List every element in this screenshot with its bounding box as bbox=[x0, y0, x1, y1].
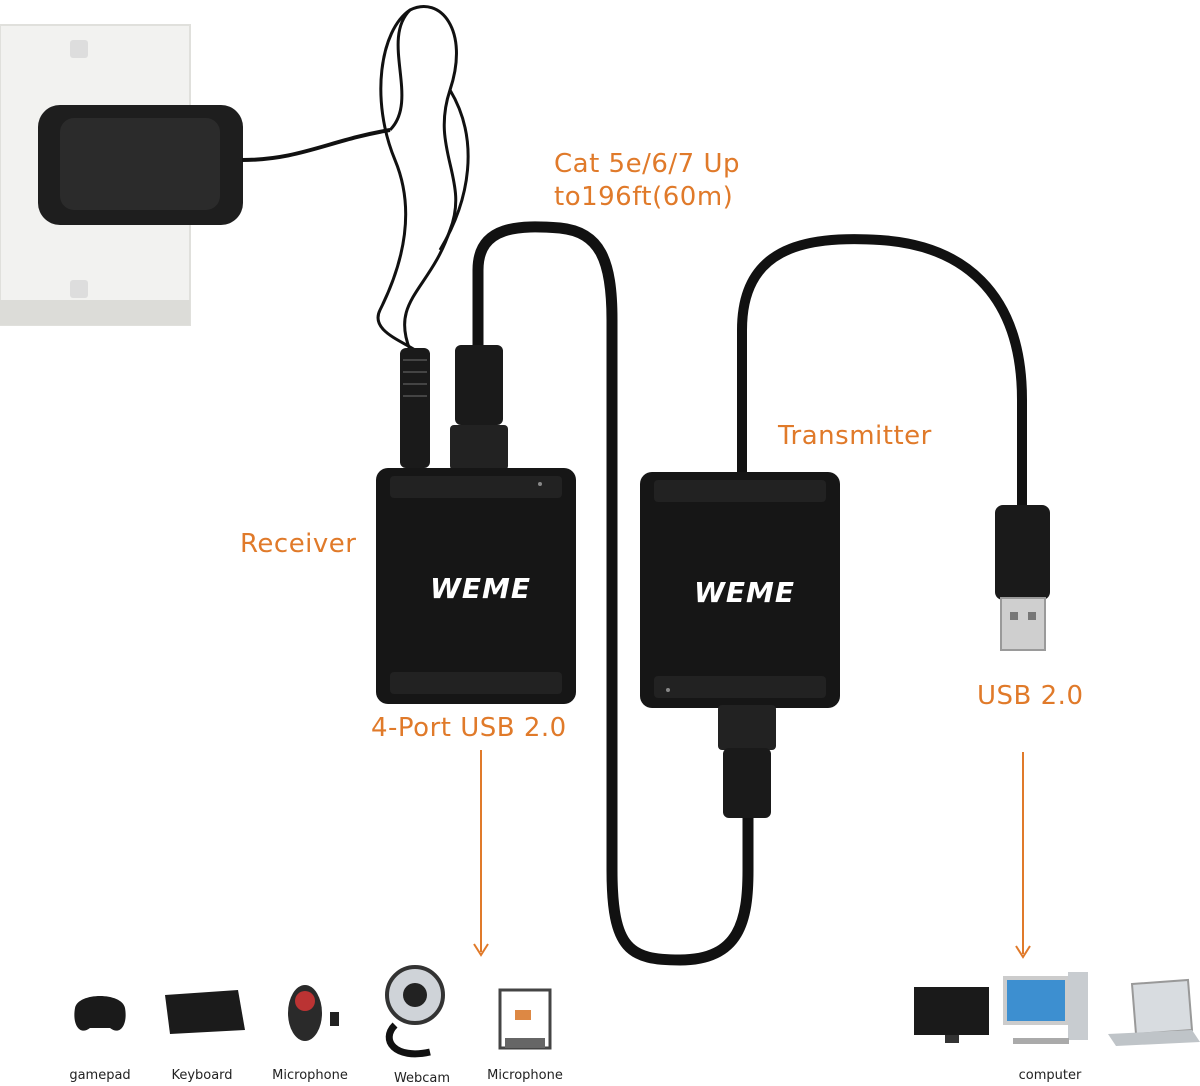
transmitter-label: Transmitter bbox=[778, 421, 932, 451]
monitor-icon bbox=[914, 987, 989, 1043]
device-label-microphone-1: Microphone bbox=[272, 1068, 348, 1083]
laptop-icon bbox=[1108, 978, 1200, 1046]
arrow-to-devices bbox=[473, 750, 489, 957]
receiver-brand-logo: WEME bbox=[430, 572, 532, 605]
receiver-unit bbox=[376, 468, 576, 704]
device-label-microphone-2: Microphone bbox=[487, 1068, 563, 1083]
gamepad-icon bbox=[74, 996, 126, 1031]
rj45-connector-transmitter bbox=[718, 705, 776, 818]
dc-jack-connector bbox=[400, 348, 430, 468]
usb-a-plug bbox=[995, 505, 1050, 651]
webcam-icon bbox=[385, 965, 445, 1058]
arrow-to-computer bbox=[1015, 752, 1031, 959]
desktop-computer-icon bbox=[1003, 972, 1088, 1044]
transmitter-brand-logo: WEME bbox=[694, 576, 796, 609]
ethernet-cable bbox=[472, 221, 754, 966]
usb-cable bbox=[737, 234, 1027, 510]
device-label-webcam: Webcam bbox=[393, 1071, 451, 1086]
device-label-gamepad: gamepad bbox=[69, 1068, 131, 1083]
3d-printer-icon bbox=[498, 988, 552, 1050]
keyboard-icon bbox=[165, 990, 245, 1034]
mouse-icon bbox=[288, 985, 339, 1041]
receiver-label: Receiver bbox=[240, 529, 357, 559]
cable-length-label: Cat 5e/6/7 Up to196ft(60m) bbox=[554, 149, 740, 212]
device-label-computer: computer bbox=[1018, 1068, 1082, 1083]
power-cord bbox=[376, 5, 470, 352]
device-label-keyboard: Keyboard bbox=[171, 1068, 233, 1083]
transmitter-unit bbox=[640, 472, 840, 708]
rj45-connector-receiver bbox=[450, 345, 508, 470]
usb-label: USB 2.0 bbox=[977, 681, 1084, 711]
four-port-usb-label: 4-Port USB 2.0 bbox=[371, 713, 567, 743]
power-adapter bbox=[38, 105, 391, 225]
